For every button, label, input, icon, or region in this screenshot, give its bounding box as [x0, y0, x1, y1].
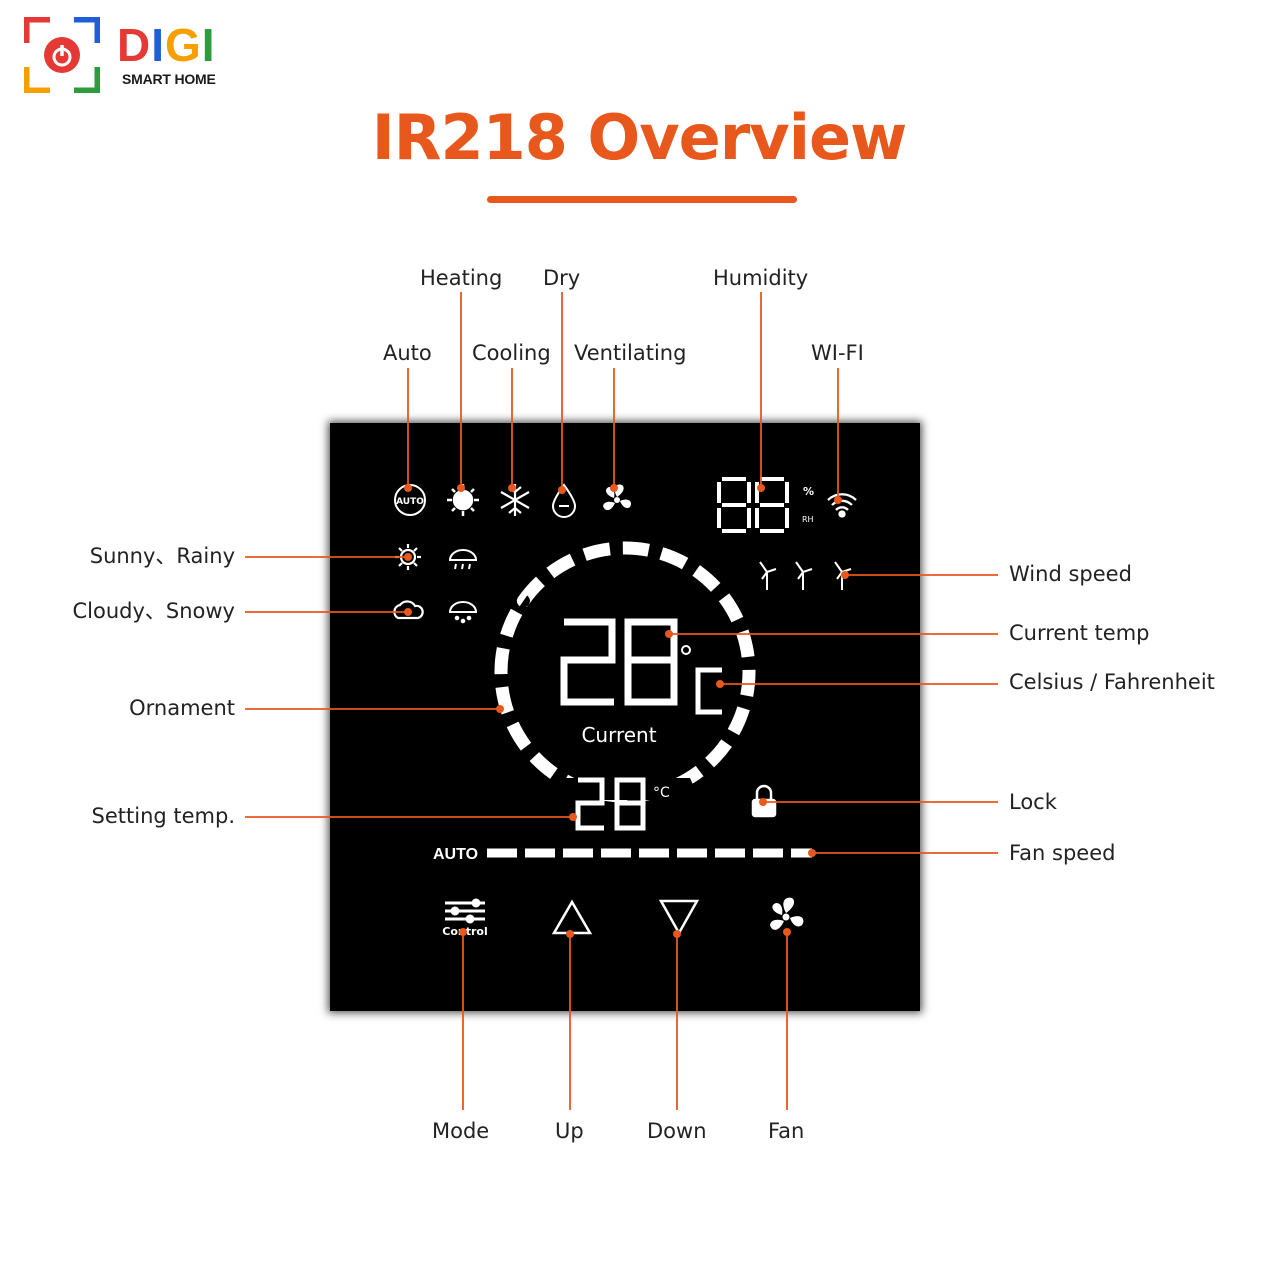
setting-unit: °C	[653, 785, 670, 801]
label-fan: Fan	[768, 1119, 805, 1143]
leader-lines	[245, 292, 998, 1110]
humidity-unit-rh: RH	[802, 515, 814, 524]
up-arrow-icon	[551, 899, 593, 935]
rain-icon	[448, 549, 478, 570]
humidity-unit-percent: %	[803, 485, 814, 498]
label-mode: Mode	[432, 1119, 490, 1143]
label-cooling: Cooling	[472, 341, 551, 365]
leader-dots	[404, 484, 849, 938]
down-arrow-icon	[658, 899, 700, 936]
label-heating: Heating	[420, 266, 503, 290]
control-icon	[445, 898, 485, 924]
auto-badge-text: AUTO	[396, 497, 424, 507]
current-temp-digits	[560, 618, 678, 706]
label-wifi: WI-FI	[811, 341, 864, 365]
page-title: IR218 Overview	[371, 101, 908, 174]
logo-corner-red	[22, 15, 50, 43]
humidity-digits	[717, 477, 789, 533]
label-ventilating: Ventilating	[574, 341, 687, 365]
label-celsius-fahrenheit: Celsius / Fahrenheit	[1009, 670, 1215, 694]
ornament-ring	[494, 541, 756, 803]
logo-corner-blue	[74, 15, 102, 43]
label-up: Up	[555, 1119, 584, 1143]
brand-logo	[22, 15, 102, 95]
label-setting-temp: Setting temp.	[91, 804, 235, 828]
fan-speed-auto: AUTO	[433, 846, 478, 863]
label-down: Down	[647, 1119, 707, 1143]
snowflake-icon	[500, 484, 530, 516]
label-humidity: Humidity	[713, 266, 809, 290]
current-caption: Current	[581, 723, 656, 747]
label-cloudy-snowy: Cloudy、Snowy	[72, 599, 235, 623]
wifi-icon	[827, 493, 857, 518]
title-underline	[487, 196, 797, 203]
label-lock: Lock	[1009, 790, 1057, 814]
brand-subtitle: SMART HOME	[122, 71, 216, 87]
celsius-glyph	[695, 667, 722, 715]
label-ornament: Ornament	[129, 696, 235, 720]
fan-button-icon	[770, 897, 804, 930]
label-current-temp: Current temp	[1009, 621, 1150, 645]
degree-symbol	[681, 645, 691, 655]
logo-corner-green	[74, 67, 102, 95]
setting-temp-digits	[575, 777, 646, 831]
label-fan-speed: Fan speed	[1009, 841, 1116, 865]
label-wind-speed: Wind speed	[1009, 562, 1132, 586]
label-sunny-rainy: Sunny、Rainy	[89, 544, 235, 568]
cloud-icon	[393, 600, 424, 620]
windmill-icon	[759, 561, 852, 590]
label-dry: Dry	[543, 266, 581, 290]
snow-icon	[448, 601, 478, 624]
droplet-icon	[551, 483, 577, 518]
label-auto: Auto	[383, 341, 432, 365]
logo-corner-yellow	[22, 67, 50, 95]
thermostat-panel	[330, 423, 920, 1011]
brand-name: DIGI	[117, 19, 216, 71]
